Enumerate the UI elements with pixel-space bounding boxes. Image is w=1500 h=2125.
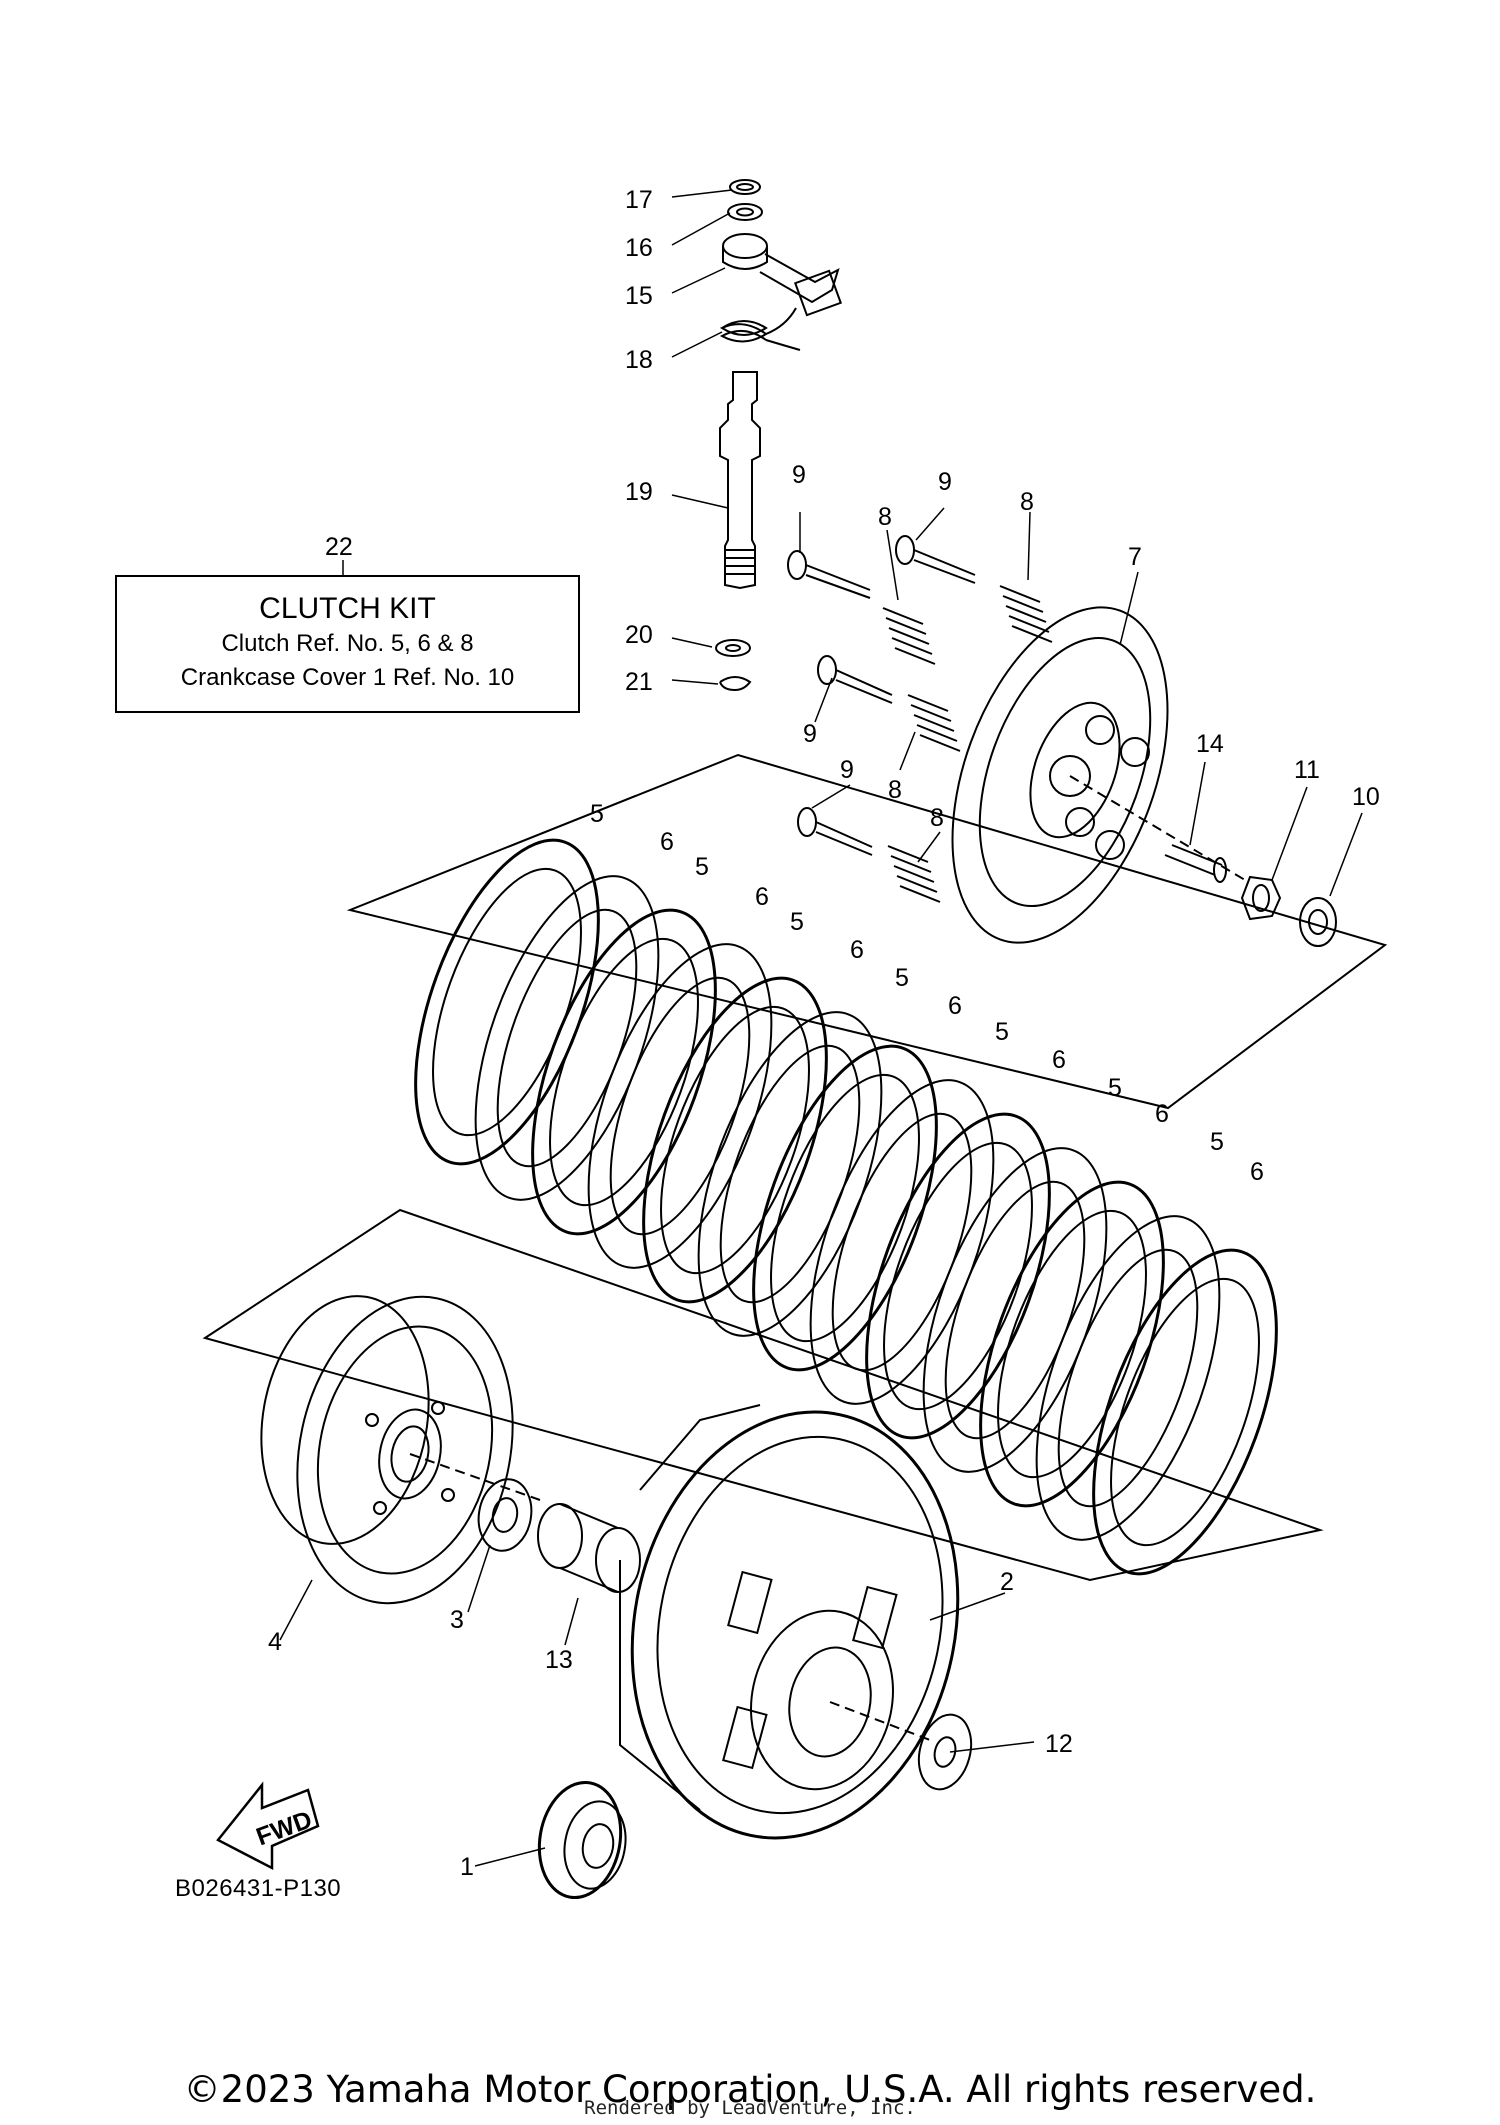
circlip-part-21: [719, 676, 752, 692]
clutch-kit-box: CLUTCH KIT Clutch Ref. No. 5, 6 & 8 Cran…: [115, 575, 580, 713]
clutch-kit-title: CLUTCH KIT: [259, 592, 436, 625]
callout-5-b: 5: [695, 853, 709, 881]
callout-15: 15: [625, 282, 653, 310]
lever-part-15: [722, 233, 768, 259]
callout-9-a: 9: [792, 461, 806, 489]
callout-4: 4: [268, 1628, 282, 1656]
clutch-kit-line-1: Clutch Ref. No. 5, 6 & 8: [221, 630, 474, 657]
push-lever-assembly: [715, 179, 843, 692]
callout-5-e: 5: [995, 1018, 1009, 1046]
callout-5-c: 5: [790, 908, 804, 936]
spring-part-18: [719, 307, 801, 351]
clutch-boss-part-4: [260, 1295, 541, 1605]
fwd-arrow-icon: FWD: [216, 1781, 320, 1871]
callout-9-b: 9: [938, 468, 952, 496]
primary-drive-gear-part-1: [537, 1780, 627, 1900]
copyright-notice: ©2023 Yamaha Motor Corporation, U.S.A. A…: [183, 2068, 1317, 2111]
callout-6-d: 6: [948, 992, 962, 1020]
callout-14: 14: [1196, 730, 1224, 758]
callout-22: 22: [325, 533, 353, 561]
steel-plate-part-6: [922, 1147, 1108, 1473]
pressure-plate-assembly: [787, 535, 1337, 947]
callout-18: 18: [625, 346, 653, 374]
callout-11: 11: [1294, 756, 1320, 784]
friction-plate-part-5: [752, 1044, 938, 1372]
callout-6-e: 6: [1052, 1046, 1066, 1074]
shaft-part-19: [719, 371, 761, 590]
thrust-washer-part-3: [477, 1478, 533, 1552]
callout-6-c: 6: [850, 936, 864, 964]
friction-plate-part-5: [1092, 1248, 1278, 1576]
washer-part-12: [917, 1713, 973, 1791]
callout-2: 2: [1000, 1568, 1014, 1596]
callout-9-d: 9: [840, 756, 854, 784]
steel-plate-part-6: [809, 1079, 995, 1405]
diagram-id: B026431-P130: [175, 1875, 342, 1902]
callout-6-g: 6: [1250, 1158, 1264, 1186]
callout-19: 19: [625, 478, 653, 506]
friction-plate-part-5: [979, 1180, 1165, 1508]
callout-9-c: 9: [803, 720, 817, 748]
washer-part-20: [715, 639, 751, 657]
callout-numbers: 17 16 15 18 19 20 21 22 7 9 9 8 8 9 8 9 …: [268, 186, 1380, 1881]
callout-5-a: 5: [590, 800, 604, 828]
callout-8-b: 8: [1020, 488, 1034, 516]
callout-8-c: 8: [888, 776, 902, 804]
callout-6-a: 6: [660, 828, 674, 856]
basket-group-outline: [202, 1208, 1324, 1582]
pressure-plate-part-7: [951, 606, 1169, 944]
friction-plate-part-5: [865, 1112, 1051, 1440]
steel-plate-part-6: [1035, 1215, 1221, 1541]
bolt-part-9: [787, 535, 976, 856]
callout-16: 16: [625, 234, 653, 262]
callout-17: 17: [625, 186, 653, 214]
callout-6-f: 6: [1155, 1100, 1169, 1128]
lock-washer-part-10: [1299, 897, 1337, 947]
clutch-kit-line-2: Crankcase Cover 1 Ref. No. 10: [180, 664, 515, 691]
callout-10: 10: [1352, 783, 1380, 811]
washer-part-16: [727, 203, 763, 221]
plate-group-outline: [346, 753, 1388, 1110]
friction-plate-part-5: [531, 908, 717, 1236]
spring-part-8: [882, 585, 1053, 903]
callout-5-g: 5: [1210, 1128, 1224, 1156]
nut-part-11: [1240, 875, 1282, 921]
callout-5-f: 5: [1108, 1074, 1122, 1102]
callout-6-b: 6: [755, 883, 769, 911]
steel-plate-part-6: [474, 875, 660, 1201]
leader-lines: [279, 189, 1363, 1867]
fwd-label: FWD: [253, 1806, 316, 1852]
callout-8-d: 8: [930, 804, 944, 832]
circlip-part-17: [729, 179, 761, 195]
clutch-plate-stack: [414, 838, 1278, 1576]
clutch-housing-part-2: [619, 1404, 960, 1840]
friction-plate-part-5: [414, 838, 600, 1166]
callout-5-d: 5: [895, 964, 909, 992]
steel-plate-part-6: [587, 943, 773, 1269]
callout-1: 1: [460, 1853, 474, 1881]
callout-21: 21: [625, 668, 653, 696]
callout-20: 20: [625, 621, 653, 649]
bearing-part-13: [537, 1503, 641, 1593]
callout-3: 3: [450, 1606, 464, 1634]
friction-plate-part-5: [642, 976, 828, 1304]
callout-8-a: 8: [878, 503, 892, 531]
callout-13: 13: [545, 1646, 573, 1674]
rendered-by-credit: Rendered by LeadVenture, Inc.: [584, 2097, 916, 2119]
callout-7: 7: [1128, 543, 1142, 571]
callout-12: 12: [1045, 1730, 1073, 1758]
